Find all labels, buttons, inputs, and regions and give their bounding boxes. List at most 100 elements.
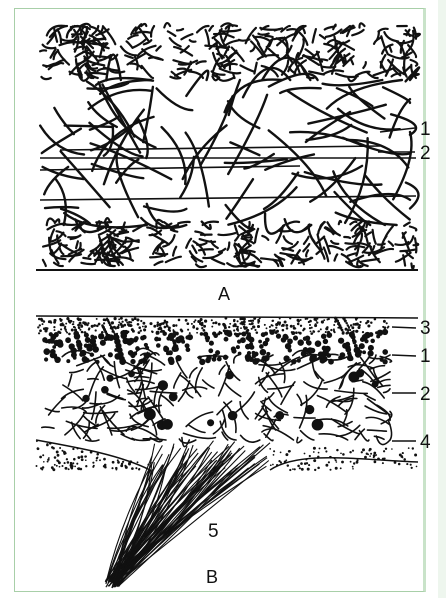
texture-stroke (181, 34, 192, 39)
texture-dot (125, 319, 128, 322)
texture-dot (135, 467, 137, 469)
texture-dot (250, 323, 252, 325)
texture-dot (272, 464, 274, 466)
texture-dot (402, 457, 404, 459)
texture-dot (367, 320, 370, 323)
texture-dot (162, 419, 173, 430)
texture-dot (196, 327, 199, 330)
texture-stroke (190, 40, 196, 42)
texture-stroke (261, 258, 279, 260)
texture-dot (334, 320, 337, 323)
texture-dot (160, 323, 162, 325)
texture-dot (300, 462, 303, 465)
texture-dot (140, 320, 142, 322)
texture-dot (60, 319, 62, 321)
texture-dot (273, 454, 275, 456)
texture-dot (142, 322, 145, 325)
texture-dot (236, 345, 240, 349)
texture-dot (103, 465, 106, 468)
fiber-stroke (157, 88, 193, 110)
fiber-stroke (183, 433, 215, 438)
texture-dot (344, 320, 346, 322)
texture-dot (284, 321, 287, 324)
texture-dot (239, 322, 241, 324)
texture-dot (178, 319, 181, 322)
texture-dot (98, 333, 104, 339)
texture-dot (251, 328, 253, 330)
texture-dot (71, 465, 74, 468)
texture-dot (349, 329, 351, 331)
texture-stroke (248, 222, 250, 228)
texture-dot (277, 321, 280, 324)
texture-dot (116, 326, 119, 329)
texture-dot (185, 319, 188, 322)
texture-dot (297, 465, 300, 468)
texture-stroke (258, 55, 278, 59)
texture-dot (149, 322, 152, 325)
texture-dot (293, 336, 298, 341)
texture-dot (67, 317, 69, 319)
texture-dot (138, 326, 141, 329)
texture-stroke (151, 26, 154, 37)
texture-dot (201, 327, 203, 329)
texture-stroke (240, 65, 253, 71)
texture-stroke (130, 64, 141, 69)
texture-dot (79, 323, 81, 325)
callout-a2: 2 (420, 143, 431, 164)
texture-dot (314, 324, 317, 327)
texture-dot (84, 322, 87, 325)
texture-dot (324, 447, 327, 450)
texture-dot (108, 352, 113, 357)
texture-dot (341, 461, 344, 464)
texture-dot (370, 339, 375, 344)
texture-dot (132, 330, 135, 333)
texture-dot (60, 328, 62, 330)
texture-stroke (87, 73, 105, 74)
texture-dot (103, 322, 105, 324)
texture-dot (67, 461, 70, 464)
texture-stroke (411, 264, 413, 269)
texture-dot (354, 323, 357, 326)
texture-dot (249, 345, 254, 350)
texture-dot (340, 352, 346, 358)
texture-dot (228, 326, 230, 328)
texture-dot (275, 411, 284, 420)
texture-dot (356, 459, 358, 461)
texture-dot (82, 395, 89, 402)
texture-dot (244, 327, 247, 330)
texture-dot (169, 336, 174, 341)
texture-dot (180, 328, 183, 331)
texture-stroke (228, 243, 230, 250)
texture-dot (347, 324, 349, 326)
fiber-stroke (281, 382, 295, 404)
texture-dot (352, 450, 354, 452)
fiber-stroke (226, 179, 253, 219)
texture-dot (297, 323, 300, 326)
texture-dot (285, 453, 288, 456)
texture-dot (142, 326, 144, 328)
texture-dot (338, 338, 344, 344)
texture-dot (325, 450, 327, 452)
texture-dot (61, 450, 63, 452)
texture-dot (275, 327, 277, 329)
panel-b-lower-granular-layer (36, 440, 418, 471)
texture-dot (46, 443, 48, 445)
texture-stroke (302, 27, 305, 33)
texture-dot (261, 351, 265, 355)
texture-dot (128, 321, 130, 323)
texture-dot (207, 419, 214, 426)
texture-dot (169, 330, 171, 332)
texture-dot (76, 463, 78, 465)
texture-dot (398, 463, 401, 466)
texture-stroke (320, 35, 325, 39)
fiber-stroke (136, 383, 141, 394)
texture-dot (285, 343, 291, 349)
texture-dot (312, 419, 324, 431)
texture-dot (47, 461, 49, 463)
texture-dot (78, 326, 81, 329)
texture-dot (120, 324, 123, 327)
texture-stroke (83, 258, 90, 259)
texture-stroke (306, 49, 315, 56)
texture-dot (290, 325, 293, 328)
fiber-stroke (384, 389, 390, 393)
